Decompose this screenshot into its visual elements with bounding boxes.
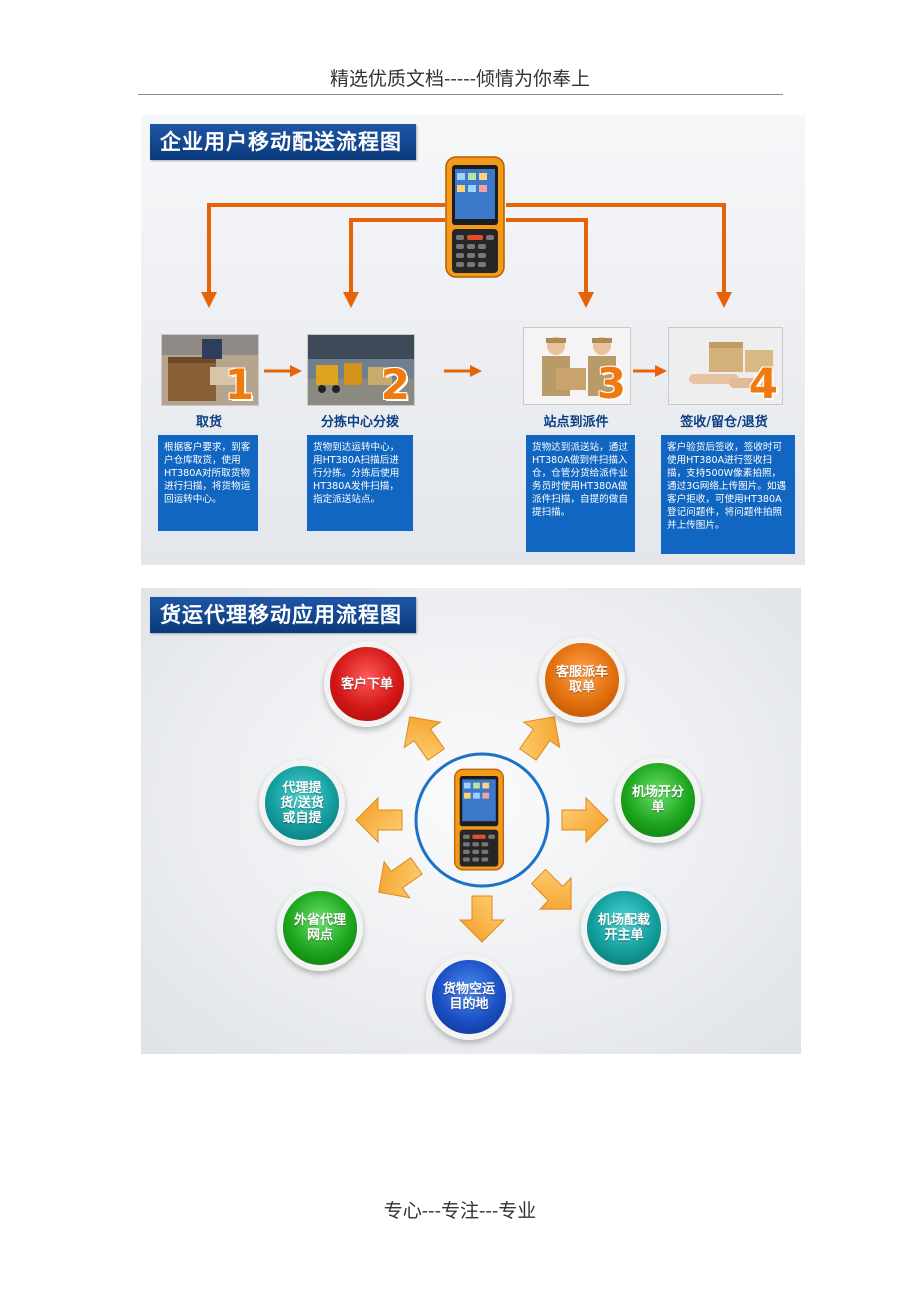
step-number: 4 [748,359,778,405]
handheld-terminal-icon [445,156,505,278]
node-label: 客服派车取单 [555,665,608,695]
delivery-flow-panel: 企业用户移动配送流程图 [141,115,805,565]
flow-arrow [378,856,423,899]
node-dispatch-pickup: 客服派车取单 [539,637,625,723]
flow-arrow [403,716,446,761]
step-3-photo: 3 [523,327,631,405]
step-number: 3 [596,359,626,405]
delivery-flow-arrows [201,203,732,377]
package-handover-icon [669,328,782,404]
handheld-terminal-icon [454,768,504,871]
step-1-description: 根据客户要求，到客户仓库取货，使用HT380A对所取货物进行扫描，将货物运回运转… [158,435,258,531]
step-4-photo: 4 [668,327,783,405]
node-label: 机场配载开主单 [597,913,650,943]
step-1-name: 取货 [195,415,222,430]
page-header: 精选优质文档-----倾情为你奉上 [329,68,591,90]
header-divider [138,94,783,95]
node-customer-order: 客户下单 [324,641,410,727]
step-number: 2 [380,360,410,406]
hub-ring [414,752,550,888]
connector-line [343,218,445,308]
step-2-photo: 2 [307,334,415,406]
step-4-description: 客户验货后签收，签收时可使用HT380A进行签收扫描，支持500W像素拍照，通过… [661,435,795,554]
step-2-description: 货物到达运转中心，用HT380A扫描后进行分拣。分拣后使用HT380A发件扫描，… [307,435,413,531]
freight-forwarding-title: 货运代理移动应用流程图 [150,597,416,633]
connector-line [201,203,445,308]
node-agent-delivery: 代理提货/送货或自提 [259,760,345,846]
page-footer: 专心---专注---专业 [383,1200,537,1222]
step-1-photo: 1 [161,334,259,406]
warehouse-forklift-icon [308,335,414,405]
node-label: 外省代理网点 [293,913,346,943]
connector-line [506,203,732,308]
freight-flow-graphics [355,716,609,943]
node-label: 货物空运目的地 [442,982,495,1012]
flow-arrow [518,716,561,761]
node-label: 客户下单 [340,676,393,692]
flow-arrow [530,868,572,910]
step-3-name: 站点到派件 [543,415,609,430]
node-label: 代理提货/送货或自提 [280,780,324,826]
flow-arrow [355,796,403,844]
node-label: 机场开分单 [631,785,684,815]
flow-arrow [561,796,609,844]
step-number: 1 [224,360,254,406]
step-3-description: 货物达到派送站，通过HT380A做到件扫描入仓，仓管分货给派件业务员时使用HT3… [526,435,635,552]
courier-delivery-icon [524,328,630,404]
cardboard-box-icon [162,335,258,405]
node-airport-house-bill: 机场开分单 [615,757,701,843]
flow-arrow [458,895,506,943]
node-provincial-agent: 外省代理网点 [277,885,363,971]
step-2-name: 分拣中心分拨 [320,415,399,430]
freight-forwarding-panel: 货运代理移动应用流程图 [141,588,801,1054]
connector-line [506,218,594,308]
node-airport-master-bill: 机场配载开主单 [581,885,667,971]
delivery-flow-title: 企业用户移动配送流程图 [150,124,416,160]
step-4-name: 签收/留仓/退货 [680,415,768,430]
node-air-destination: 货物空运目的地 [426,954,512,1040]
